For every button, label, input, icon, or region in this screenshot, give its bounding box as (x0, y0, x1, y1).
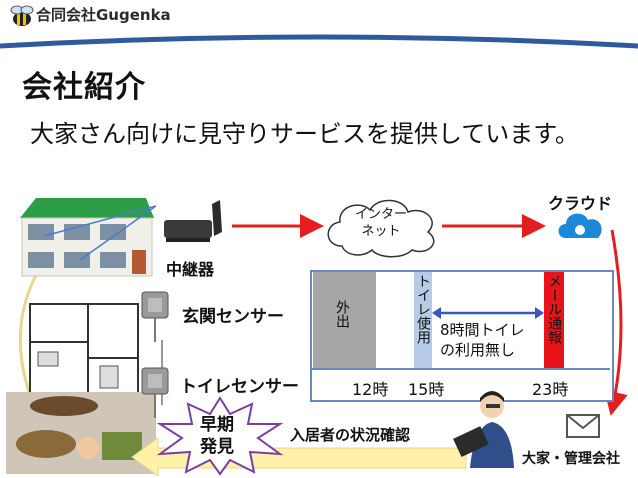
toilet-use-label: トイレ使用 (415, 274, 431, 344)
relay-router-icon (164, 200, 222, 242)
internet-cloud-icon (327, 199, 435, 258)
page-subtitle: 大家さん向けに見守りサービスを提供しています。 (30, 120, 579, 148)
apartment-building-icon (20, 198, 156, 277)
early-detection-burst (156, 396, 284, 476)
time-label-23: 23時 (532, 380, 569, 399)
duration-arrow (432, 307, 544, 319)
mail-notify-label: メール通報 (546, 274, 562, 344)
door-sensor-label: 玄関センサー (182, 307, 284, 327)
azure-cloud-icon (558, 213, 602, 238)
time-label-12: 12時 (352, 380, 389, 399)
page-title: 会社紹介 (22, 70, 146, 105)
early-detection-label: 早期 発見 (200, 415, 234, 457)
header-divider (0, 34, 638, 49)
internet-label: インター ネット (354, 207, 407, 239)
mail-icon (566, 414, 600, 438)
floorplan-icon (29, 303, 139, 401)
away-label: 外出 (334, 300, 350, 328)
toilet-sensor-label: トイレセンサー (180, 377, 299, 397)
no-use-label: 8時間トイレ の利用無し (440, 321, 525, 359)
away-block (313, 272, 376, 368)
company-name: 合同会社Gugenka (36, 6, 171, 24)
check-status-label: 入居者の状況確認 (290, 426, 411, 444)
door-sensor-icon (141, 291, 169, 342)
toilet-use-block (414, 272, 432, 368)
relay-label: 中継器 (166, 260, 215, 279)
fallen-person-illustration (6, 392, 156, 474)
cloud-label: クラウド (548, 194, 613, 213)
owner-label: 大家・管理会社 (522, 451, 620, 467)
owner-person-icon (453, 391, 514, 468)
mail-notify-block (544, 272, 564, 368)
bee-logo-icon (10, 5, 34, 26)
toilet-sensor-icon (141, 367, 169, 418)
time-label-15: 15時 (408, 380, 445, 399)
timeline-axis (312, 368, 610, 370)
